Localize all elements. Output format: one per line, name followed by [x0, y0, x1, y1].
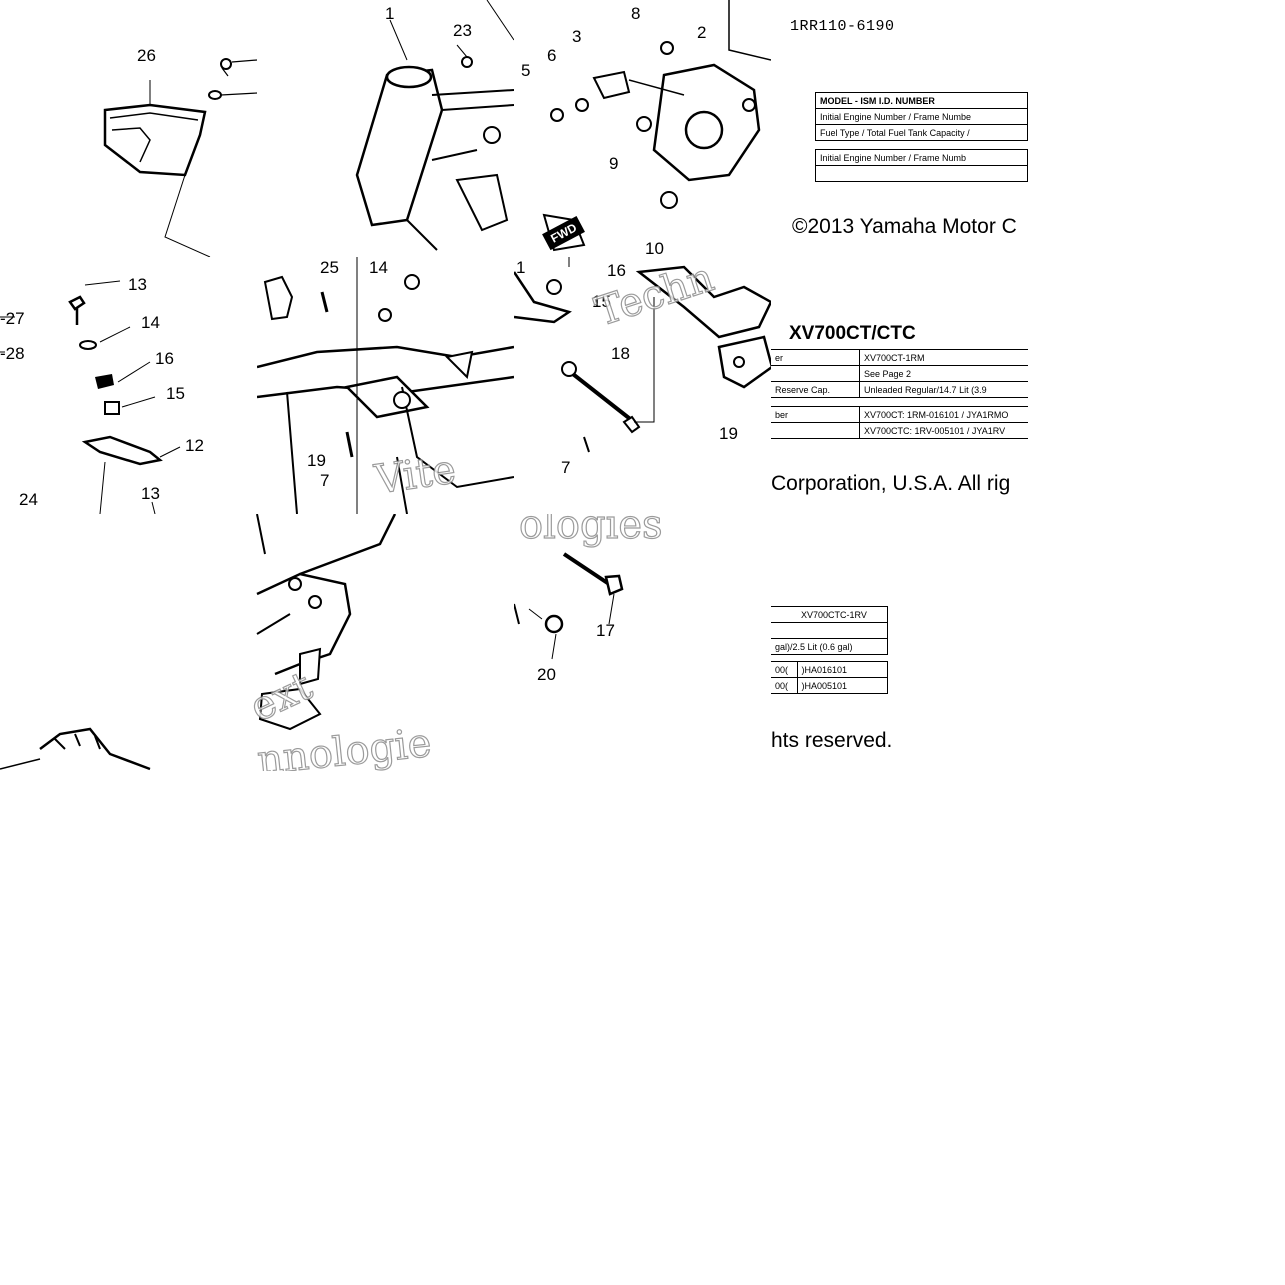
spec-table-bottom: XV700CTC-1RV gal)/2.5 Lit (0.6 gal) 00( … — [771, 606, 888, 694]
spec-table-mid: er XV700CT-1RM See Page 2 Reserve Cap. U… — [771, 349, 1028, 439]
spec-top-row1: Initial Engine Number / Frame Numbe — [815, 108, 1028, 125]
spec-mid-value-2: Unleaded Regular/14.7 Lit (3.9 — [859, 381, 1028, 398]
model-title: XV700CT/CTC — [789, 323, 916, 344]
callout-17: 17 — [596, 621, 615, 640]
spec-top-row4 — [815, 165, 1028, 182]
spec-mid-label-1 — [771, 365, 860, 382]
mount-bracket-drawing — [542, 0, 771, 252]
tile-bolts: ologies 17 20 — [514, 514, 771, 771]
bolts-drawing — [514, 552, 624, 660]
callout-1c: 1 — [516, 258, 526, 277]
spec-mid-value-0: XV700CT-1RM — [859, 349, 1028, 366]
spec-mid-label-0: er — [771, 349, 860, 366]
tile-frame-left: 25 14 19 7 Vite — [257, 257, 514, 514]
tile-table-bottom: XV700CTC-1RV gal)/2.5 Lit (0.6 gal) 00( … — [771, 514, 1028, 771]
spec-top-header: MODEL - ISM I.D. NUMBER — [815, 92, 1028, 109]
callout-7: 7 — [561, 458, 571, 477]
callout-3: 3 — [572, 27, 582, 46]
callout-24: 24 — [19, 490, 38, 509]
copyright-line3: hts reserved. — [771, 729, 893, 752]
callout-19: 19 — [719, 424, 738, 443]
callout-13b: 13 — [141, 484, 160, 503]
spec-mid-label-2: Reserve Cap. — [771, 381, 860, 398]
watermark-ologies: ologies — [518, 514, 663, 549]
tile-small-parts: 13 14 -27 -28 16 15 12 24 13 — [0, 257, 257, 514]
callout-2: 2 — [697, 23, 707, 42]
callout-16: 16 — [155, 349, 174, 368]
spec-mid-gap — [771, 397, 1028, 407]
spec-bot-value-1 — [771, 622, 888, 639]
tile-mount-bracket: 8 3 2 5 6 9 10 FWD — [514, 0, 771, 257]
frame-lower-drawing — [0, 514, 397, 771]
callout-14: 14 — [141, 313, 160, 332]
tile-model-table: XV700CT/CTC er XV700CT-1RM See Page 2 Re… — [771, 257, 1028, 514]
callout-5: 5 — [521, 61, 531, 80]
callout-14b: 14 — [369, 258, 388, 277]
callout-23: 23 — [453, 21, 472, 40]
head-pipe-drawing — [355, 0, 514, 251]
part-code: 1RR110-6190 — [790, 18, 895, 35]
cover-drawing — [103, 58, 257, 257]
frame-left-drawing — [257, 257, 514, 514]
spec-bot-label-3: 00( — [771, 661, 798, 678]
callout-8: 8 — [631, 4, 641, 23]
spec-top-row2: Fuel Type / Total Fuel Tank Capacity / — [815, 124, 1028, 141]
spec-bot-value-2: gal)/2.5 Lit (0.6 gal) — [771, 638, 888, 655]
callout-15b: 15 — [592, 292, 611, 311]
callout-22: 19 — [307, 451, 326, 470]
callout-20: 20 — [537, 665, 556, 684]
spec-bot-label-4: 00( — [771, 677, 798, 694]
callout-1: 1 — [385, 4, 395, 23]
spec-mid-value-3: XV700CT: 1RM-016101 / JYA1RMO — [859, 406, 1028, 423]
copyright-line2: Corporation, U.S.A. All rig — [771, 472, 1011, 495]
callout-16b: 16 — [607, 261, 626, 280]
callout-15: 15 — [166, 384, 185, 403]
spec-bot-value-0: XV700CTC-1RV — [797, 606, 888, 623]
copyright-line1: ©2013 Yamaha Motor C — [792, 215, 1017, 238]
spec-bot-label-0 — [771, 606, 797, 623]
small-parts-drawing — [0, 280, 181, 514]
callout-28: -28 — [0, 344, 25, 363]
frame-right-drawing — [514, 257, 771, 453]
callout-26: 26 — [137, 46, 156, 65]
spec-mid-value-1: See Page 2 — [859, 365, 1028, 382]
spec-table-top: MODEL - ISM I.D. NUMBER Initial Engine N… — [815, 92, 1028, 182]
callout-25: 25 — [320, 258, 339, 277]
tile-cover-26: 26 — [0, 0, 257, 257]
tile-head-pipe: 1 23 4 — [257, 0, 514, 257]
callout-18: 18 — [611, 344, 630, 363]
callout-9: 9 — [609, 154, 619, 173]
spec-top-row3: Initial Engine Number / Frame Numb — [815, 149, 1028, 166]
tile-frame-lower: ext nnologie — [0, 514, 514, 771]
spec-bot-gap — [771, 655, 888, 662]
spec-top-gap — [816, 141, 1028, 150]
spec-mid-value-4: XV700CTC: 1RV-005101 / JYA1RV — [859, 422, 1028, 439]
callout-27: -27 — [0, 309, 25, 328]
tile-doc-header: 1 1RR110-6190 MODEL - ISM I.D. NUMBER In… — [771, 0, 1028, 257]
callout-13: 13 — [128, 275, 147, 294]
spec-bot-value-4: )HA005101 — [796, 677, 888, 694]
spec-mid-label-3: ber — [771, 406, 860, 423]
callout-10: 10 — [645, 239, 664, 257]
callout-21: 7 — [320, 471, 330, 490]
spec-bot-value-3: )HA016101 — [796, 661, 888, 678]
callout-12: 12 — [185, 436, 204, 455]
callout-6: 6 — [547, 46, 557, 65]
tile-frame-right: 1 16 15 18 19 7 Techn — [514, 257, 771, 514]
spec-mid-label-4 — [771, 422, 860, 439]
